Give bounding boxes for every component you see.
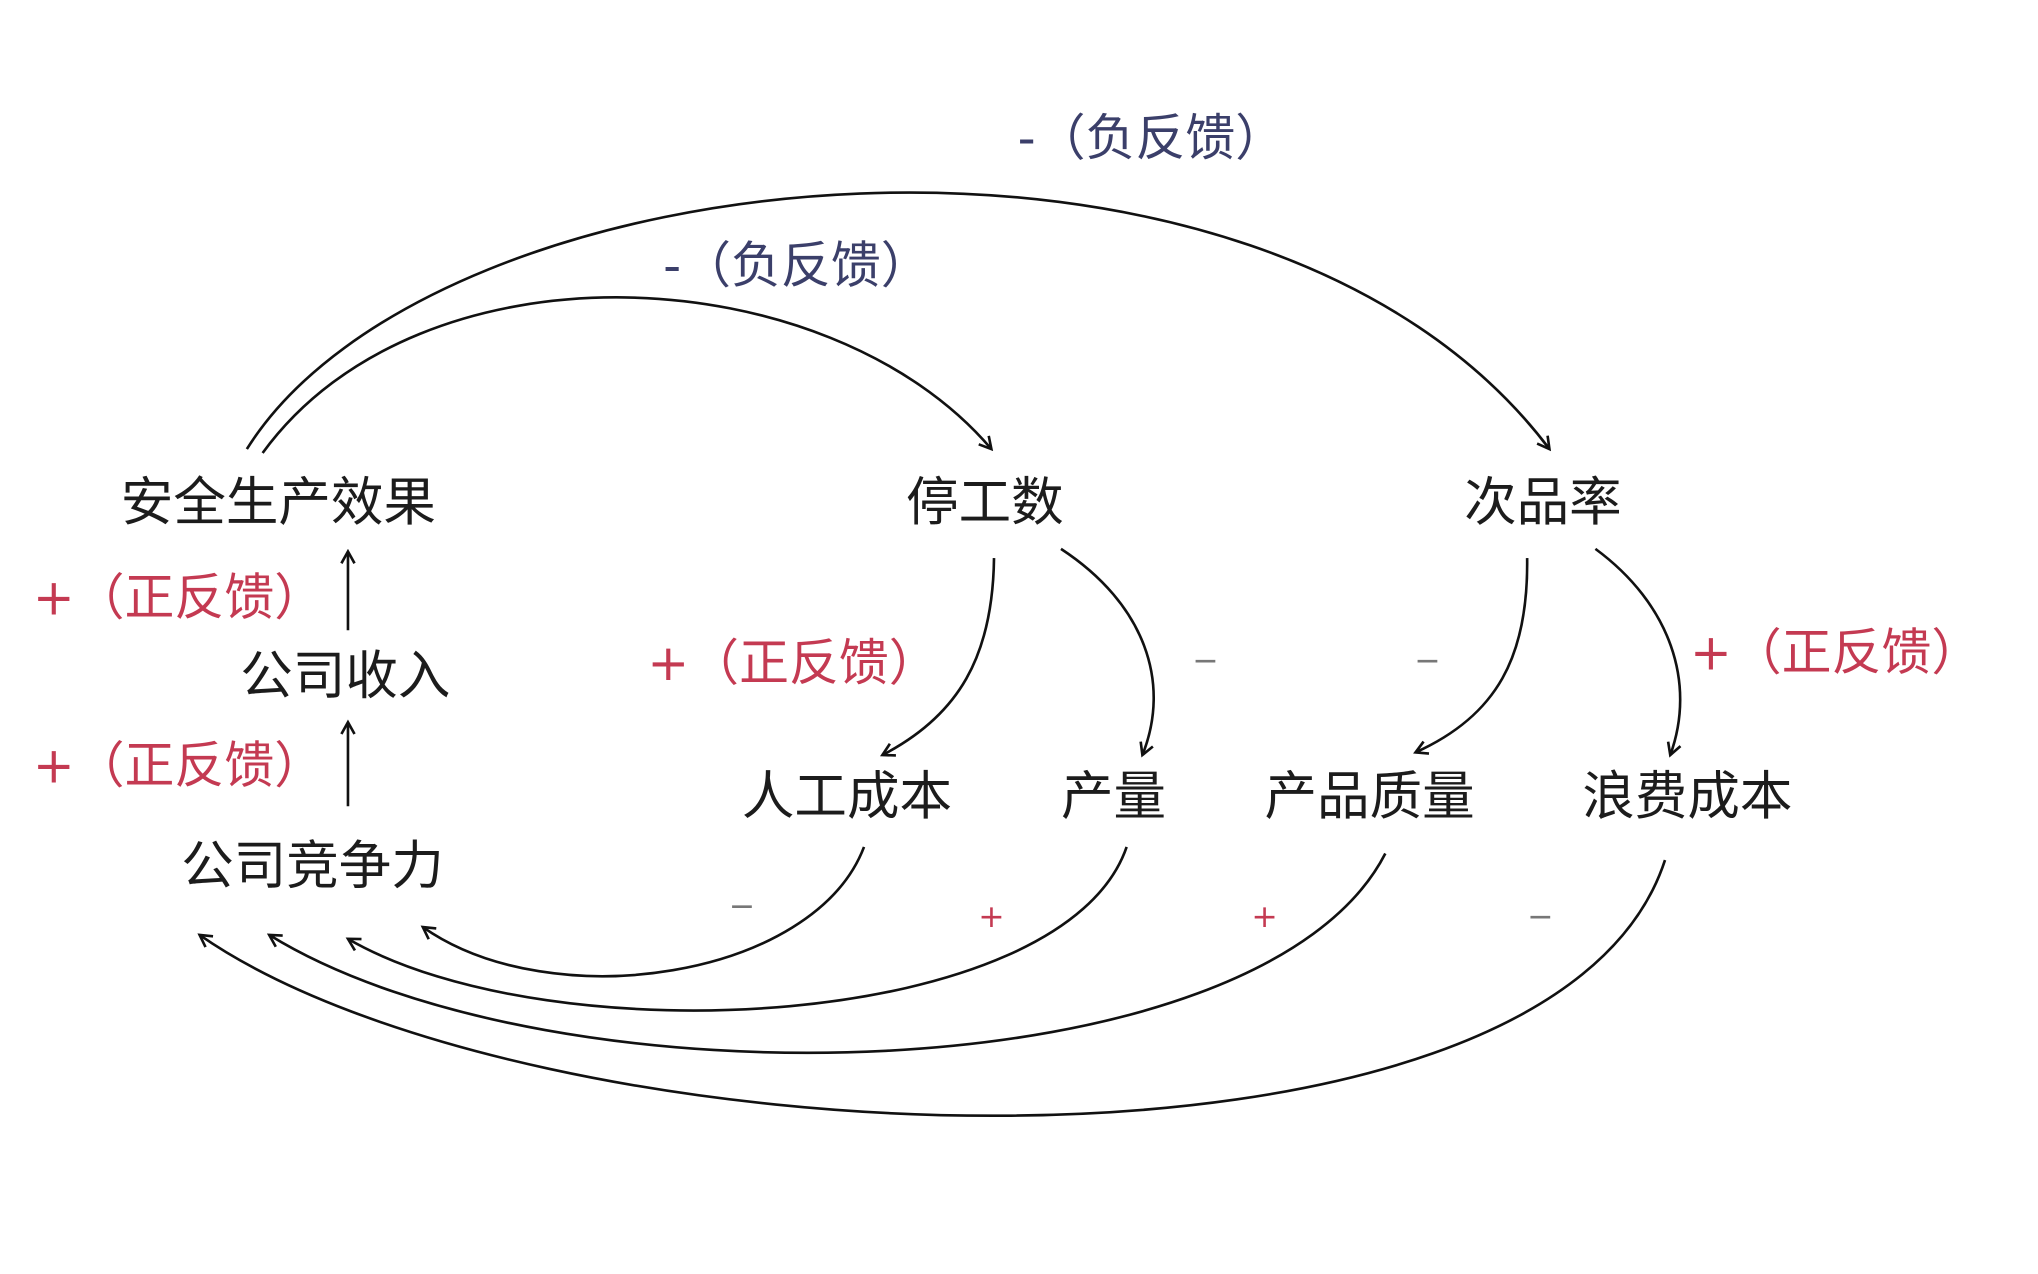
- arrow-quality-to-competitiveness: [269, 852, 1387, 1055]
- sign-stoppage-output: −: [1192, 642, 1219, 679]
- positive-feedback-label-left-bottom: +（正反馈）: [32, 736, 325, 795]
- arrow-waste-to-competitiveness: [200, 859, 1667, 1118]
- node-revenue: 公司收入: [240, 646, 451, 707]
- node-labor-cost: 人工成本: [741, 766, 952, 828]
- arrow-safety-to-stoppage: [261, 296, 992, 454]
- negative-feedback-label-inner: -（负反馈）: [663, 236, 931, 295]
- sign-output-comp: +: [978, 898, 1005, 935]
- sign-quality-comp: +: [1251, 898, 1278, 935]
- arrow-output-to-competitiveness: [348, 846, 1128, 1012]
- node-defect-rate: 次品率: [1464, 472, 1622, 534]
- arrow-stoppage-to-output: [1060, 547, 1155, 755]
- arrow-defect-to-waste: [1594, 547, 1682, 755]
- node-competitiveness: 公司竞争力: [181, 836, 444, 897]
- node-waste-cost: 浪费成本: [1582, 766, 1793, 828]
- arrow-safety-to-defect: [245, 191, 1550, 450]
- sign-labor-comp: −: [728, 887, 756, 925]
- negative-feedback-label-outer: -（负反馈）: [1017, 108, 1286, 167]
- node-stoppage: 停工数: [906, 472, 1064, 534]
- arrow-labor-to-competitiveness: [423, 846, 866, 978]
- positive-feedback-label-middle: +（正反馈）: [647, 634, 939, 693]
- sign-waste-comp: −: [1527, 898, 1554, 935]
- sign-defect-quality: −: [1414, 642, 1441, 679]
- arrow-defect-to-quality: [1416, 558, 1529, 752]
- node-output: 产量: [1060, 766, 1167, 828]
- positive-feedback-label-right: +（正反馈）: [1689, 623, 1982, 682]
- node-safety: 安全生产效果: [120, 472, 436, 534]
- positive-feedback-label-left-top: +（正反馈）: [32, 568, 325, 627]
- arrow-stoppage-to-labor: [882, 558, 996, 755]
- node-quality: 产品质量: [1264, 766, 1475, 828]
